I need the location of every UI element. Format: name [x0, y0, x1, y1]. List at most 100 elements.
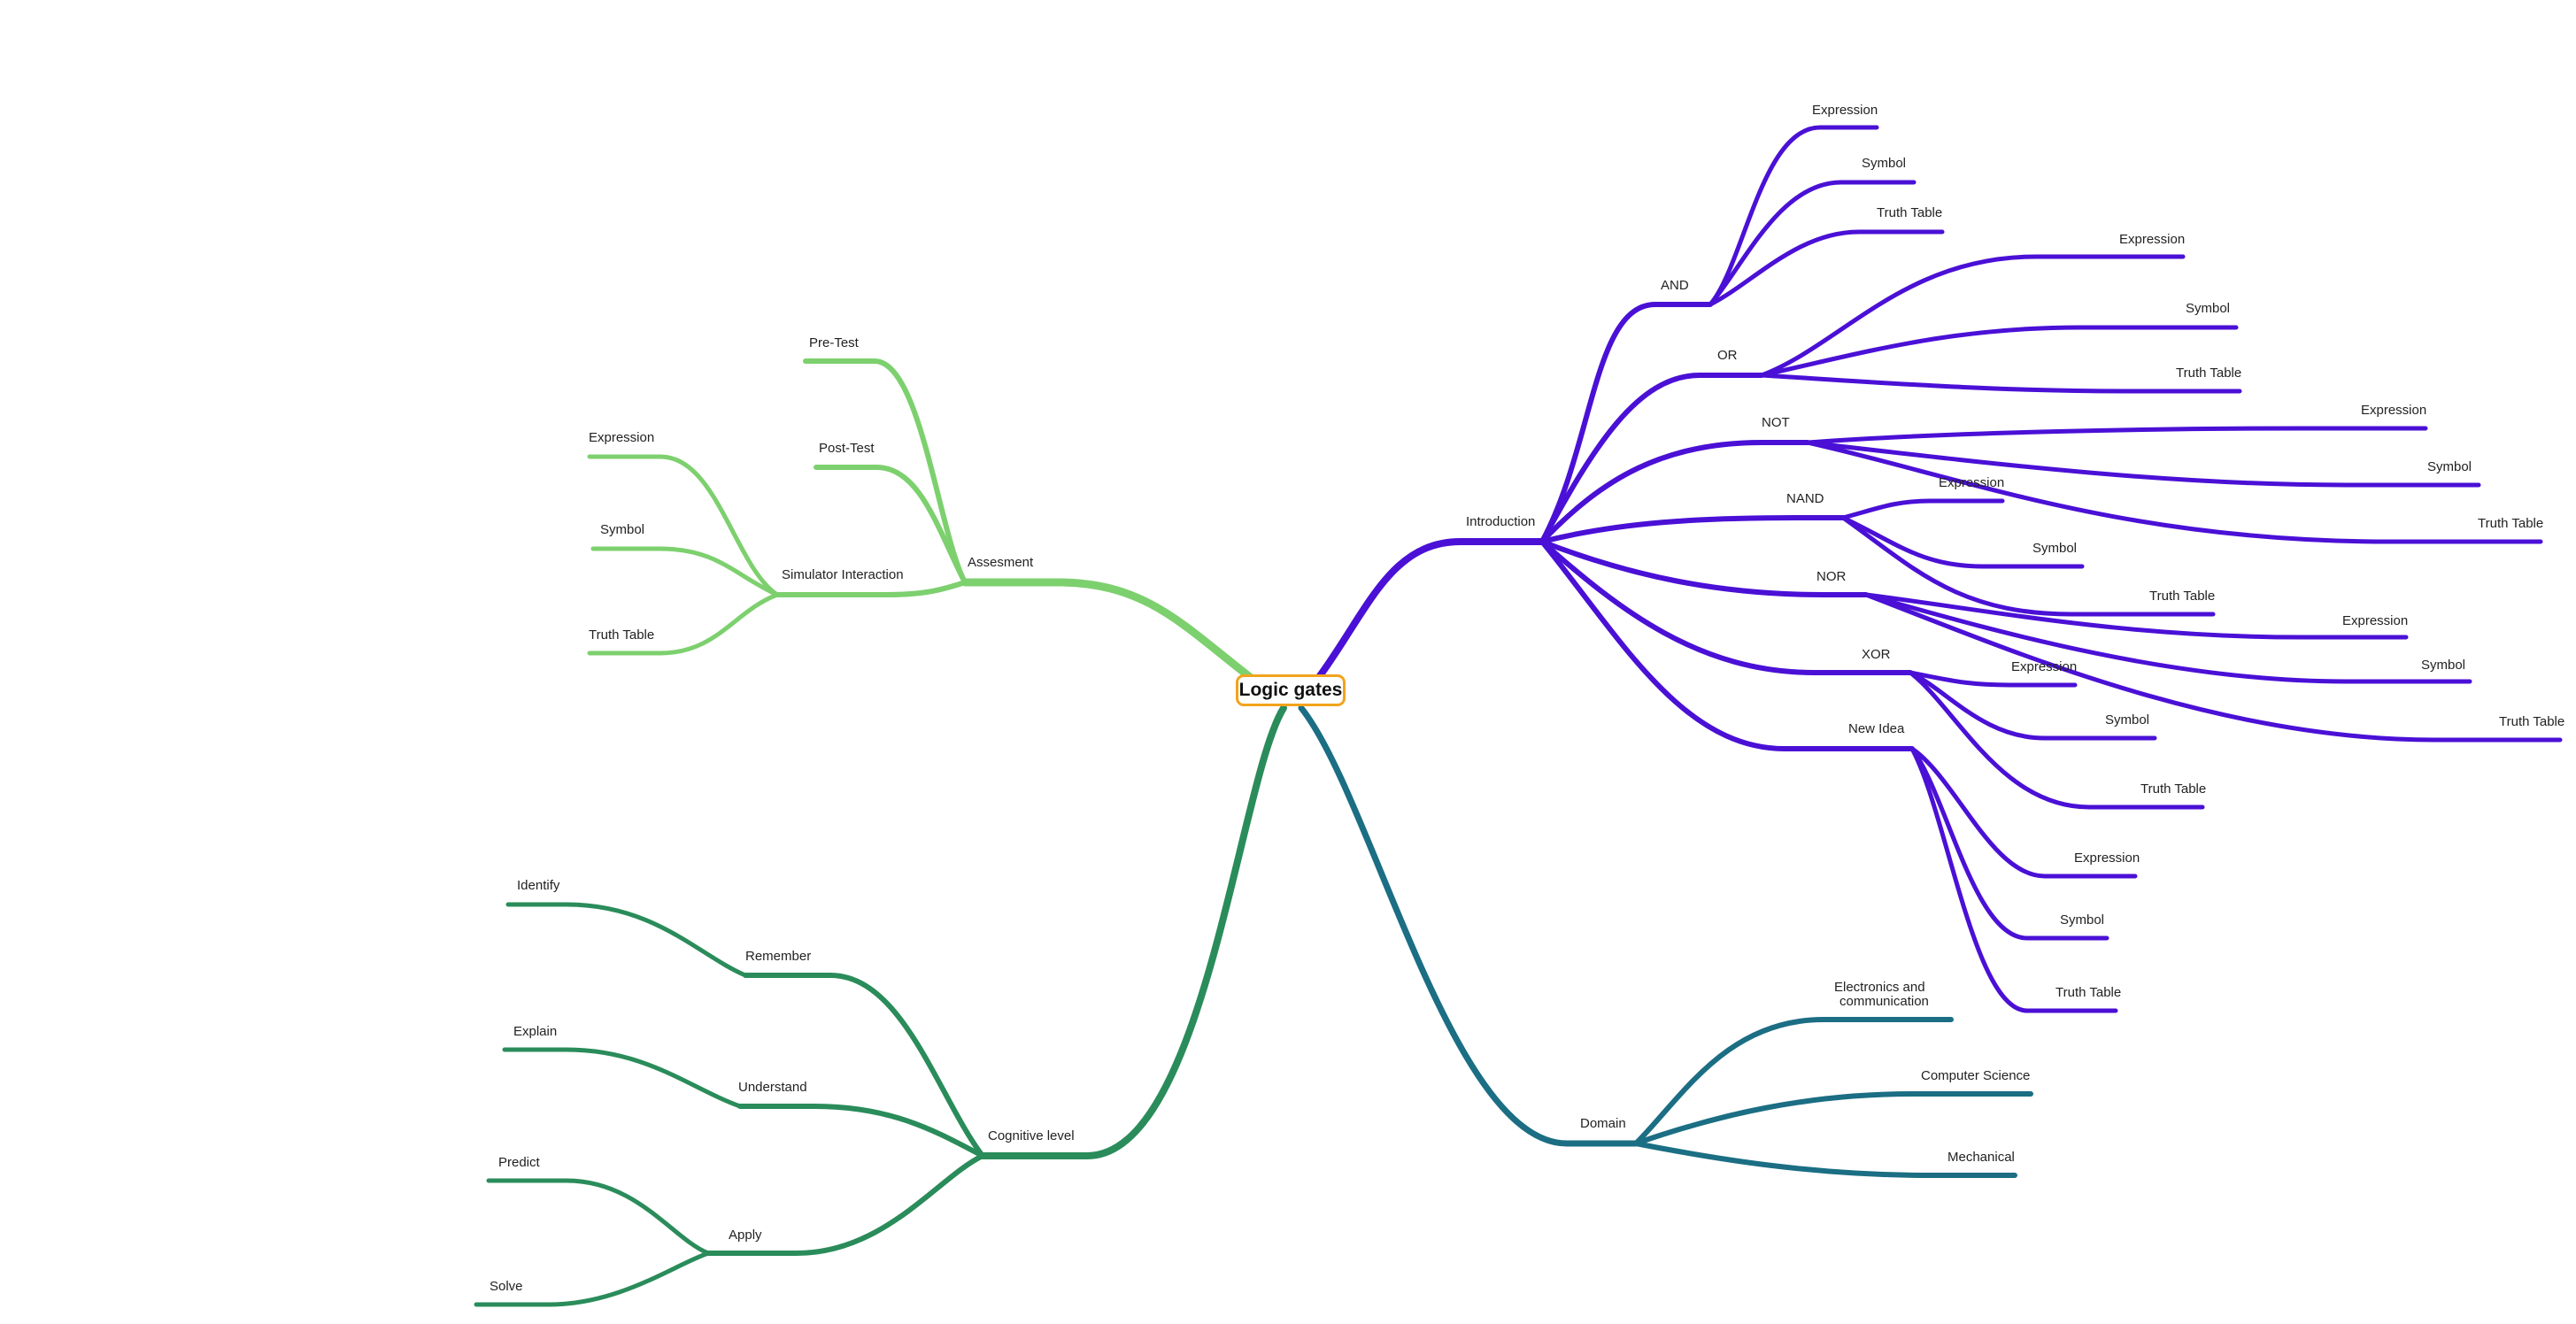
node-nand-symbol: Symbol: [2032, 541, 2077, 556]
node-nor: NOR: [1816, 569, 1847, 584]
edge-understand: [737, 1104, 985, 1158]
edge-simulator: [775, 580, 968, 597]
node-and-expression: Expression: [1812, 103, 1878, 118]
edge-newidea-expression: [1909, 746, 2138, 879]
edge-or-symbol: [1759, 325, 2239, 378]
edge-sim-symbol: [590, 546, 780, 597]
edge-solve: [474, 1251, 711, 1307]
edge-root-assesment: [960, 578, 1254, 681]
node-or-symbol: Symbol: [2186, 301, 2230, 316]
node-electronics-line1: Electronics and: [1834, 980, 1925, 995]
node-explain: Explain: [513, 1024, 557, 1039]
node-introduction: Introduction: [1466, 514, 1535, 529]
node-xor-truth: Truth Table: [2140, 781, 2206, 797]
edge-and: [1539, 302, 1713, 544]
edge-remember: [743, 973, 985, 1158]
edge-nor-truth: [1863, 592, 2563, 743]
node-or: OR: [1717, 348, 1738, 363]
edge-not-truth: [1805, 440, 2543, 544]
edge-identify: [505, 902, 748, 978]
node-and-truth: Truth Table: [1877, 205, 1942, 220]
edge-sim-expression: [587, 454, 780, 597]
edge-nor: [1539, 539, 1869, 597]
edge-newidea: [1539, 539, 1915, 751]
node-remember: Remember: [745, 949, 811, 964]
edge-nor-expression: [1863, 592, 2409, 640]
edge-root-introduction: [1315, 538, 1546, 681]
edge-apply: [706, 1153, 985, 1256]
node-identify: Identify: [517, 878, 560, 893]
node-apply: Apply: [729, 1228, 762, 1243]
edge-cs: [1633, 1091, 2033, 1146]
node-not-expression: Expression: [2361, 403, 2426, 418]
edge-nand-truth: [1840, 515, 2216, 617]
node-or-truth: Truth Table: [2176, 366, 2241, 381]
node-sim-expression: Expression: [589, 430, 654, 445]
edge-nand: [1539, 515, 1846, 544]
root-node[interactable]: Logic gates: [1236, 674, 1346, 706]
edge-xor-truth: [1908, 670, 2205, 810]
edge-posttest: [814, 465, 968, 585]
node-computer-science: Computer Science: [1921, 1068, 2030, 1083]
edge-electronics: [1633, 1017, 1954, 1146]
node-nand-truth: Truth Table: [2149, 589, 2215, 604]
node-cognitive-level: Cognitive level: [988, 1128, 1075, 1143]
edge-mech: [1633, 1141, 2017, 1178]
edge-or: [1539, 373, 1764, 544]
edge-not-expression: [1805, 426, 2428, 445]
node-electronics-line2: communication: [1839, 994, 1929, 1009]
node-nor-expression: Expression: [2342, 613, 2408, 628]
edge-predict: [486, 1178, 711, 1256]
edge-nand-expression: [1840, 498, 2005, 520]
edge-newidea-symbol: [1909, 746, 2109, 941]
node-solve: Solve: [490, 1279, 523, 1294]
node-newidea-truth: Truth Table: [2055, 985, 2121, 1000]
edge-or-truth: [1759, 373, 2242, 394]
root-node-label: Logic gates: [1238, 680, 1343, 700]
node-and: AND: [1661, 278, 1689, 293]
node-sim-symbol: Symbol: [600, 522, 644, 537]
node-and-symbol: Symbol: [1862, 156, 1906, 171]
node-pretest: Pre-Test: [809, 335, 860, 350]
edge-root-cognitive: [979, 704, 1287, 1159]
node-newidea: New Idea: [1848, 721, 1905, 736]
edge-not: [1539, 440, 1810, 544]
edge-nand-symbol: [1840, 515, 2085, 569]
edge-and-expression: [1708, 125, 1879, 307]
node-not-truth: Truth Table: [2478, 516, 2543, 531]
node-or-expression: Expression: [2119, 232, 2185, 247]
edge-and-symbol: [1708, 180, 1917, 307]
node-xor-symbol: Symbol: [2105, 712, 2149, 727]
edge-pretest: [803, 358, 968, 585]
node-nor-truth: Truth Table: [2499, 714, 2564, 729]
node-nor-symbol: Symbol: [2421, 658, 2465, 673]
edge-xor-expression: [1908, 670, 2078, 688]
edge-explain: [502, 1047, 743, 1109]
node-simulator-interaction: Simulator Interaction: [782, 567, 904, 582]
node-nand: NAND: [1786, 491, 1824, 506]
edge-xor: [1539, 539, 1913, 675]
edge-and-truth: [1708, 229, 1945, 307]
node-mechanical: Mechanical: [1947, 1150, 2015, 1165]
node-posttest: Post-Test: [819, 441, 875, 456]
edge-sim-truth: [587, 592, 780, 656]
node-domain: Domain: [1580, 1116, 1626, 1131]
edge-nor-symbol: [1863, 592, 2472, 684]
node-newidea-symbol: Symbol: [2060, 912, 2104, 928]
node-understand: Understand: [738, 1080, 807, 1095]
edge-or-expression: [1759, 254, 2186, 378]
node-xor-expression: Expression: [2011, 659, 2077, 674]
node-predict: Predict: [498, 1155, 541, 1170]
edge-newidea-truth: [1909, 746, 2118, 1013]
edge-xor-symbol: [1908, 670, 2157, 741]
node-sim-truth: Truth Table: [589, 627, 654, 643]
node-xor: XOR: [1862, 647, 1891, 662]
node-newidea-expression: Expression: [2074, 851, 2140, 866]
node-nand-expression: Expression: [1939, 475, 2004, 490]
edge-root-domain: [1298, 704, 1639, 1147]
node-not: NOT: [1762, 415, 1790, 430]
node-not-symbol: Symbol: [2427, 459, 2472, 474]
edge-not-symbol: [1805, 440, 2481, 488]
node-assesment: Assesment: [968, 555, 1034, 570]
